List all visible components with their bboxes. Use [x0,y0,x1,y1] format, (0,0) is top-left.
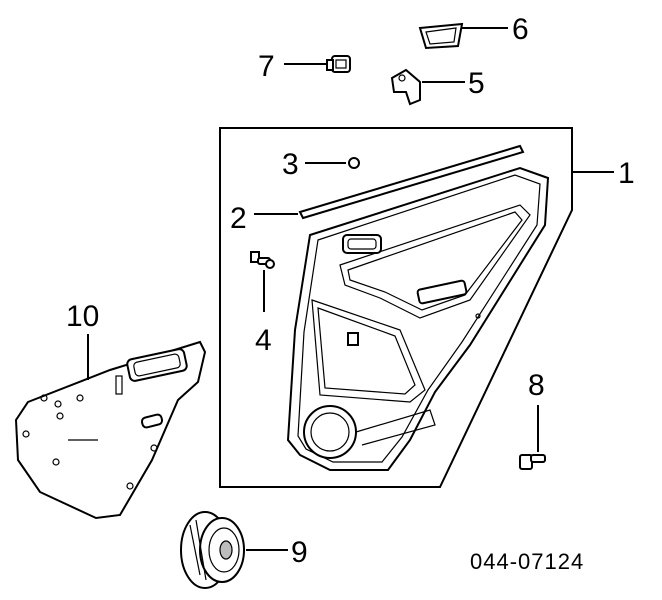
part-2-belt-moulding[interactable] [298,144,525,220]
callout-label-10: 10 [66,300,99,333]
part-8-fastener[interactable] [519,454,546,470]
diagram-code: 044-07124 [470,549,584,574]
part-3-cap[interactable] [348,157,360,169]
callout-label-5: 5 [468,67,485,100]
callout-label-9: 9 [291,536,308,569]
callout-label-7: 7 [258,50,275,83]
callout-label-2: 2 [230,202,247,235]
part-10-service-cover[interactable] [14,340,207,520]
callout-label-3: 3 [282,148,299,181]
part-7-clip[interactable] [326,55,351,73]
callout-label-4: 4 [255,324,272,357]
part-9-speaker[interactable] [180,511,245,589]
callout-label-6: 6 [512,13,529,46]
part-6-handle-bezel[interactable] [418,22,464,50]
callout-label-1: 1 [618,157,635,190]
callout-label-8: 8 [528,369,545,402]
part-5-bracket[interactable] [390,68,421,106]
part-4-clip[interactable] [250,251,275,269]
part-1-door-trim-panel[interactable] [219,127,573,488]
